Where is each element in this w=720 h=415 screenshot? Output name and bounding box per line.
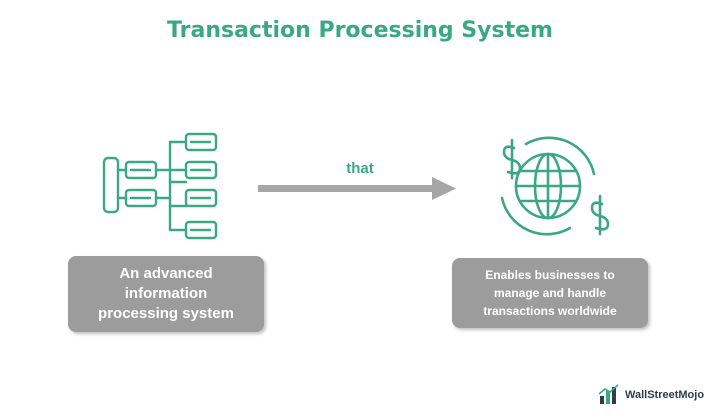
arrow-connector <box>258 177 456 200</box>
description-text-left: An advanced information processing syste… <box>98 265 234 322</box>
brand-name: WallStreetMojo <box>625 389 705 401</box>
description-box-right: Enables businesses to manage and handle … <box>452 258 648 328</box>
globe-dollar-icon <box>500 136 610 236</box>
arrow-label: that <box>346 160 374 177</box>
description-box-left: An advanced information processing syste… <box>68 256 264 332</box>
hierarchy-tree-icon <box>102 132 218 240</box>
page-title: Transaction Processing System <box>167 18 553 43</box>
wallstreetmojo-logo-icon <box>598 384 619 404</box>
brand-logo: WallStreetMojo <box>598 383 704 407</box>
description-text-right: Enables businesses to manage and handle … <box>483 268 617 318</box>
